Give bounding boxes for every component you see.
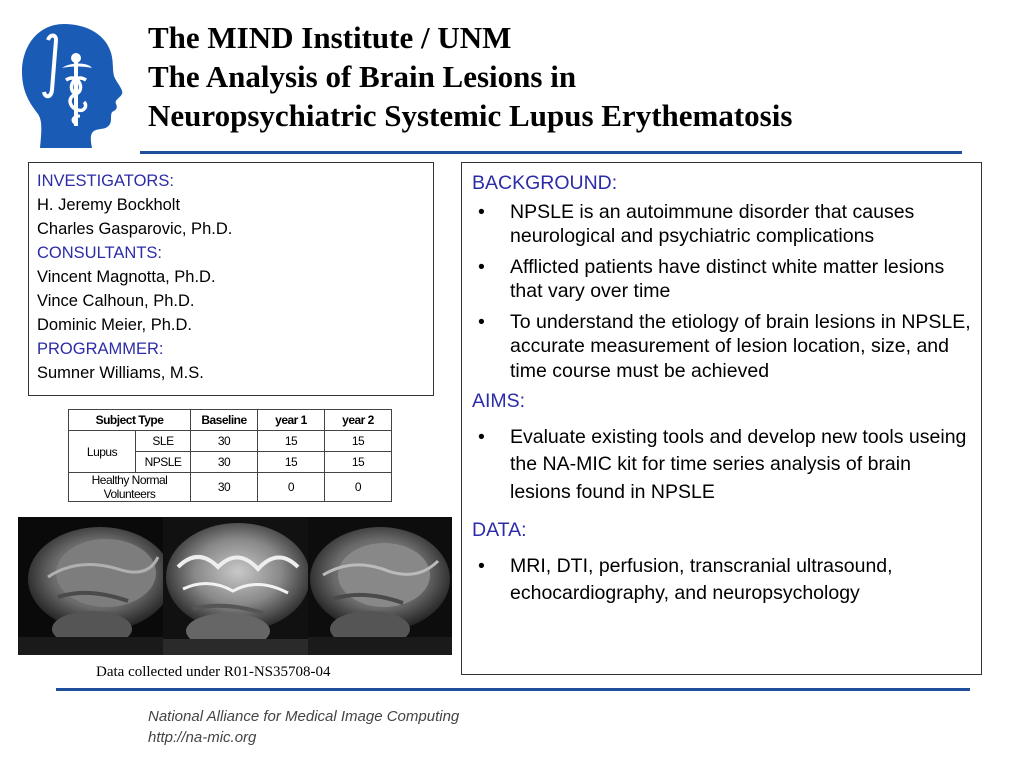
bullet-icon: • xyxy=(478,310,485,333)
table-cell: 15 xyxy=(324,451,392,473)
data-list: • MRI, DTI, perfusion, transcranial ultra… xyxy=(472,553,971,608)
mri-slice-1 xyxy=(18,527,172,655)
investigator-name: H. Jeremy Bockholt xyxy=(37,196,181,214)
bottom-divider xyxy=(56,688,970,691)
table-cell: 0 xyxy=(324,472,392,502)
investigators-heading: INVESTIGATORS: xyxy=(37,172,174,190)
row-label: SLE xyxy=(135,430,191,452)
investigators-box: INVESTIGATORS: H. Jeremy Bockholt Charle… xyxy=(28,162,434,396)
aims-heading: AIMS: xyxy=(472,390,526,412)
table-row: NPSLE 30 15 15 xyxy=(69,451,392,473)
slide-title: The MIND Institute / UNM The Analysis of… xyxy=(148,18,968,135)
row-label: Healthy Normal Volunteers xyxy=(68,472,191,502)
consultant-name: Vince Calhoun, Ph.D. xyxy=(37,292,195,310)
group-label-lupus: Lupus xyxy=(68,430,136,473)
list-item-text: Afflicted patients have distinct white m… xyxy=(510,255,945,303)
consultant-name: Dominic Meier, Ph.D. xyxy=(37,316,192,334)
footer: National Alliance for Medical Image Comp… xyxy=(148,706,459,748)
list-item: • To understand the etiology of brain les… xyxy=(472,310,971,384)
header-baseline: Baseline xyxy=(190,409,258,431)
bullet-icon: • xyxy=(478,200,485,223)
footer-url[interactable]: http://na-mic.org xyxy=(148,729,257,746)
list-item: • NPSLE is an autoimmune disorder that ca… xyxy=(472,200,971,249)
title-line-1: The MIND Institute / UNM xyxy=(148,20,512,55)
bullet-icon: • xyxy=(478,255,485,278)
bullet-icon: • xyxy=(478,425,485,448)
na-mic-logo-icon xyxy=(22,24,123,148)
row-label: NPSLE xyxy=(135,451,191,473)
table-cell: 30 xyxy=(190,451,258,473)
table-cell: 30 xyxy=(190,430,258,452)
list-item: • Evaluate existing tools and develop new… xyxy=(472,424,971,507)
investigator-name: Charles Gasparovic, Ph.D. xyxy=(37,220,233,238)
data-heading: DATA: xyxy=(472,519,527,541)
list-item: • MRI, DTI, perfusion, transcranial ultra… xyxy=(472,553,971,608)
background-box: BACKGROUND: • NPSLE is an autoimmune diso… xyxy=(461,162,982,675)
consultants-heading: CONSULTANTS: xyxy=(37,244,162,262)
subject-table: Subject Type Baseline year 1 year 2 Lupu… xyxy=(68,409,392,502)
top-divider xyxy=(140,151,962,154)
table-cell: 0 xyxy=(257,472,325,502)
background-list: • NPSLE is an autoimmune disorder that ca… xyxy=(472,200,971,384)
list-item-text: NPSLE is an autoimmune disorder that cau… xyxy=(510,200,915,248)
table-cell: 15 xyxy=(257,430,325,452)
title-line-3: Neuropsychiatric Systemic Lupus Erythema… xyxy=(148,98,793,133)
mri-brain-slices-image xyxy=(18,517,452,655)
data-caption: Data collected under R01-NS35708-04 xyxy=(96,664,331,680)
table-row: Healthy Normal Volunteers 30 0 0 xyxy=(68,472,392,502)
list-item-text: To understand the etiology of brain lesi… xyxy=(510,310,971,382)
list-item: • Afflicted patients have distinct white … xyxy=(472,255,971,304)
background-heading: BACKGROUND: xyxy=(472,172,618,194)
header-subject-type: Subject Type xyxy=(68,409,191,431)
consultant-name: Vincent Magnotta, Ph.D. xyxy=(37,268,216,286)
mri-slice-3 xyxy=(308,517,452,655)
programmer-heading: PROGRAMMER: xyxy=(37,340,164,358)
bullet-icon: • xyxy=(478,554,485,577)
table-cell: 15 xyxy=(257,451,325,473)
footer-org: National Alliance for Medical Image Comp… xyxy=(148,708,460,725)
table-header-row: Subject Type Baseline year 1 year 2 xyxy=(68,409,392,431)
programmer-name: Sumner Williams, M.S. xyxy=(37,364,204,382)
header-year-2: year 2 xyxy=(324,409,392,431)
mri-slice-2 xyxy=(163,517,310,655)
table-row: Lupus SLE 30 15 15 xyxy=(68,430,392,473)
table-cell: 15 xyxy=(324,430,392,452)
aims-list: • Evaluate existing tools and develop new… xyxy=(472,424,971,507)
header-year-1: year 1 xyxy=(257,409,325,431)
table-cell: 30 xyxy=(190,472,258,502)
title-line-2: The Analysis of Brain Lesions in xyxy=(148,59,577,94)
list-item-text: Evaluate existing tools and develop new … xyxy=(510,425,967,503)
list-item-text: MRI, DTI, perfusion, transcranial ultras… xyxy=(510,554,893,605)
